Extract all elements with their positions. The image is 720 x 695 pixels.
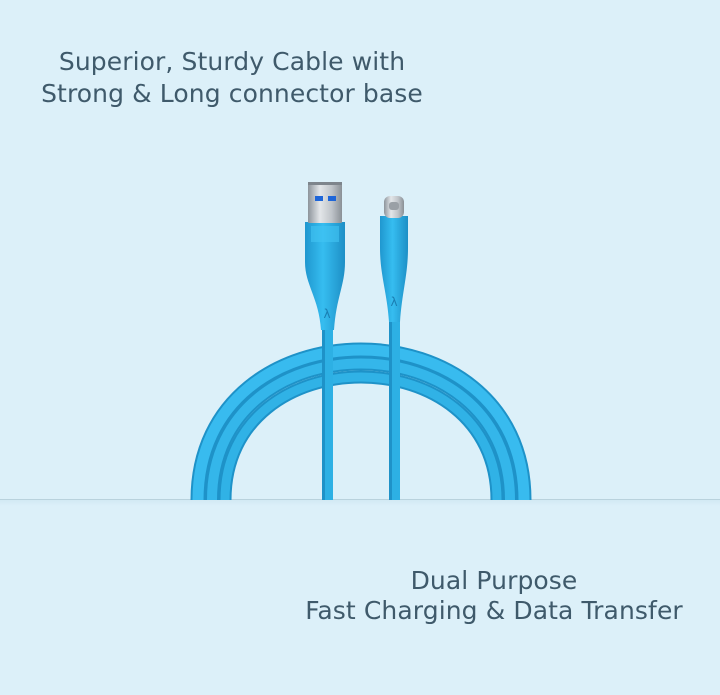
- usb-a-cable-strand: [322, 320, 333, 500]
- floor-line: [0, 499, 720, 500]
- headline-line-2: Strong & Long connector base: [41, 79, 423, 108]
- usb-a-logo: λ: [323, 307, 330, 321]
- usb-a-metal-plug: [308, 182, 342, 223]
- headline: Superior, Sturdy Cable with Strong & Lon…: [0, 46, 464, 110]
- footline: Dual Purpose Fast Charging & Data Transf…: [272, 566, 716, 626]
- floor-shadow: [0, 500, 720, 506]
- usb-a-boot: [305, 222, 345, 330]
- usb-c-cable-strand: [389, 315, 400, 500]
- cable-coil: [190, 342, 532, 501]
- usb-c-boot: [380, 216, 408, 322]
- usb-a-connector: λ: [305, 182, 345, 500]
- headline-line-1: Superior, Sturdy Cable with: [58, 47, 406, 76]
- usb-c-logo: λ: [390, 295, 397, 309]
- usb-c-connector: λ: [380, 196, 408, 500]
- footline-line-2: Fast Charging & Data Transfer: [305, 596, 683, 625]
- footline-line-1: Dual Purpose: [410, 566, 578, 595]
- usb-a-port-slot: [315, 196, 323, 201]
